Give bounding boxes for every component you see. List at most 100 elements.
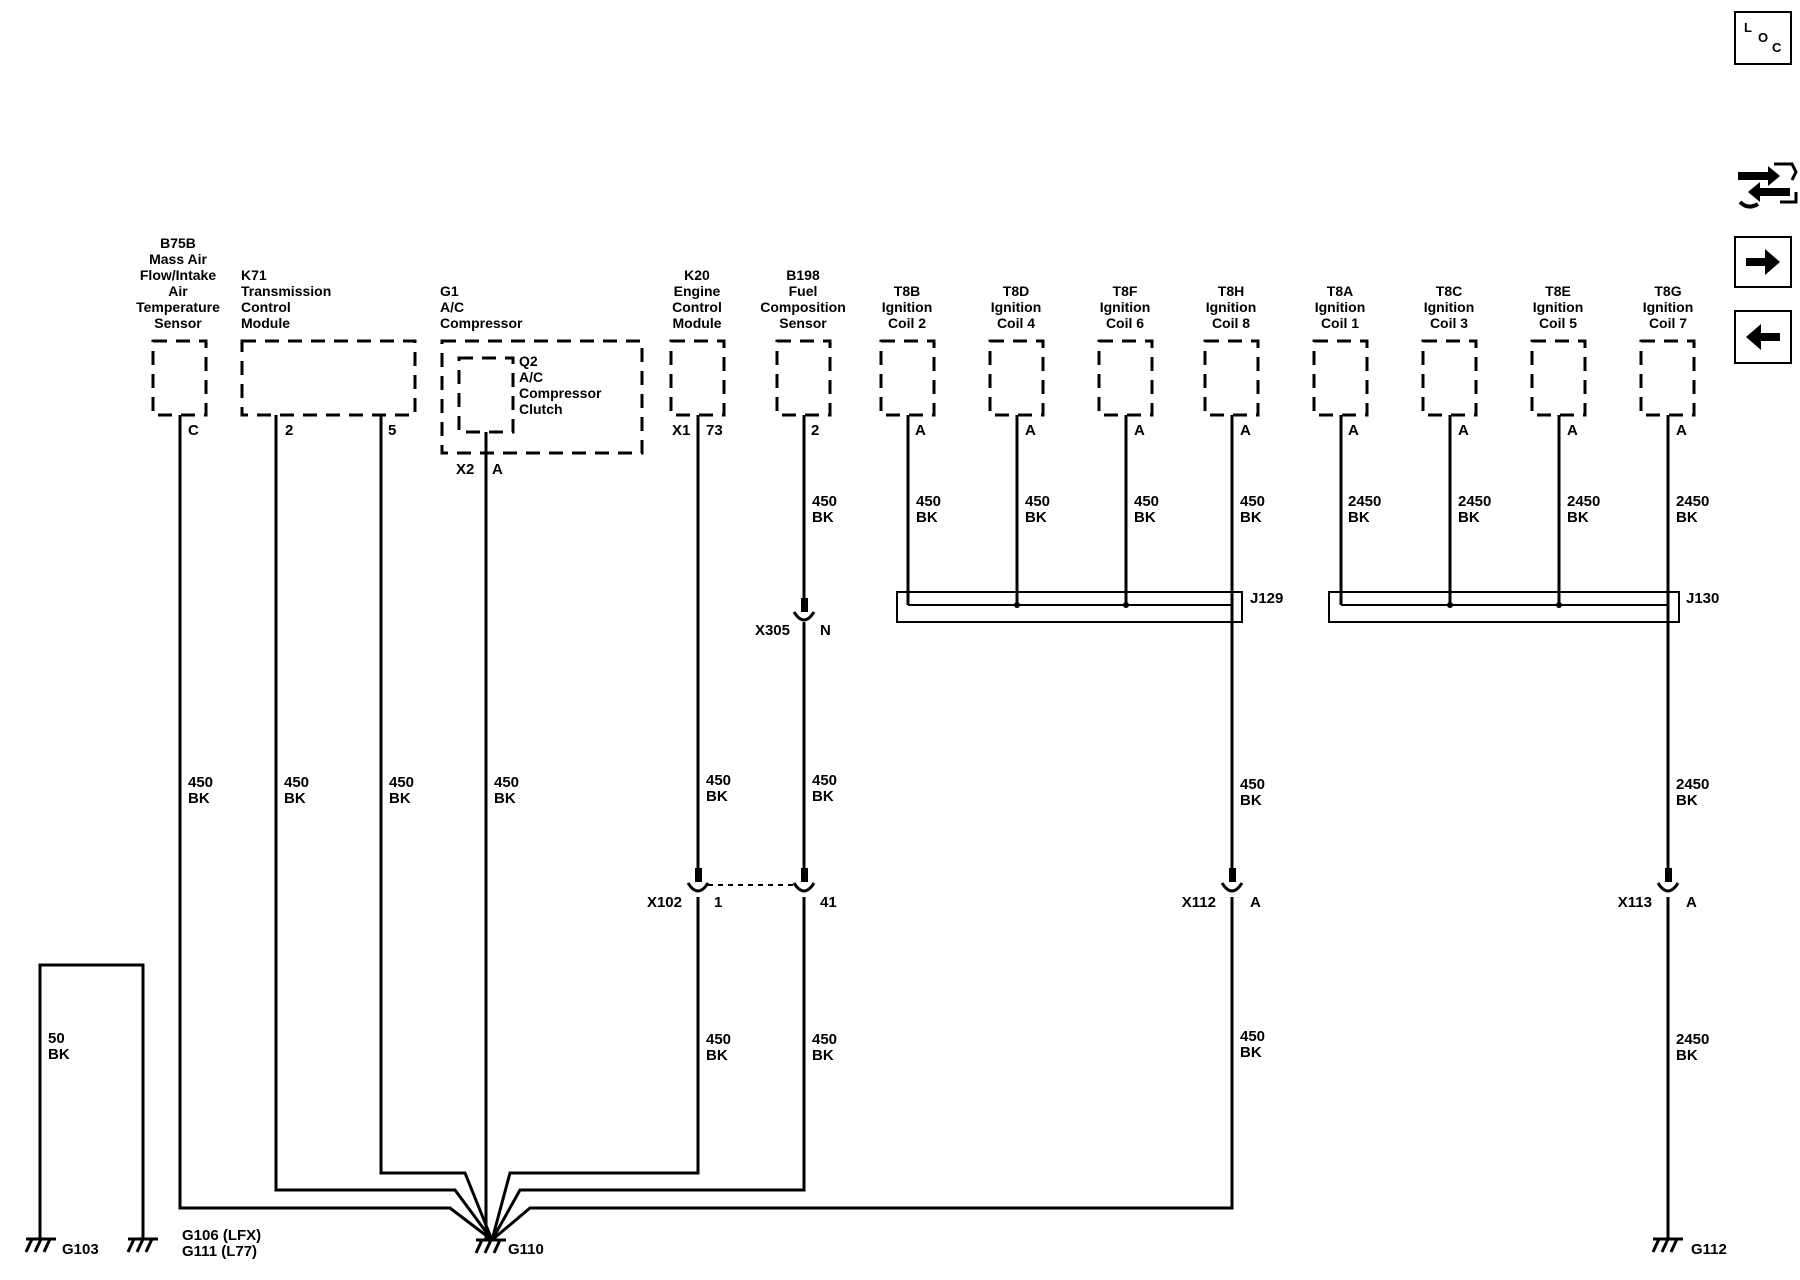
grounds: G103 G106 (LFX) G111 (L77) G110 G112: [24, 1227, 1727, 1260]
label-b75b-2: Mass Air: [149, 251, 207, 267]
wire-label-x113-low-size: 2450: [1676, 1031, 1709, 1048]
wire-label-b198-mid-color: BK: [812, 788, 834, 805]
label-t8b-1: T8B: [894, 283, 920, 299]
pin-t8f: A: [1134, 422, 1145, 439]
ground-g112-label: G112: [1691, 1241, 1727, 1258]
label-k20-4: Module: [673, 315, 722, 331]
label-b75b-6: Sensor: [154, 315, 202, 331]
wire-label-k20-low-color: BK: [706, 1047, 728, 1064]
wire-label-t8e-size: 2450: [1567, 493, 1600, 510]
box-t8h: [1203, 339, 1260, 417]
label-g1-1: G1: [440, 283, 459, 299]
wire-label-k71a-size: 450: [284, 774, 309, 791]
wire-label-k71b-color: BK: [389, 790, 411, 807]
pin-t8d: A: [1025, 422, 1036, 439]
label-t8d-1: T8D: [1003, 283, 1029, 299]
label-k20-3: Control: [672, 299, 722, 315]
box-q2: [457, 356, 515, 434]
wire-k20-lower: [490, 897, 700, 1241]
wire-label-g103-color: BK: [48, 1046, 70, 1063]
ground-g103-label: G103: [62, 1241, 99, 1258]
label-b75b-4: Air: [168, 283, 188, 299]
x113-socket: [1656, 882, 1680, 893]
label-t8b-3: Coil 2: [888, 315, 926, 331]
wire-label-g103-size: 50: [48, 1030, 65, 1047]
wire-labels: 450 BK 450 BK 450 BK 450 BK 450 BK 2450 …: [48, 493, 1709, 1064]
wire-label-g1-color: BK: [494, 790, 516, 807]
label-b75b-3: Flow/Intake: [140, 267, 216, 283]
wire-label-t8c-size: 2450: [1458, 493, 1491, 510]
label-q2-4: Clutch: [519, 401, 563, 417]
box-b198: [775, 339, 832, 417]
loc-letter-l: L: [1744, 20, 1752, 35]
wires: [38, 415, 1670, 1242]
label-t8d-3: Coil 4: [997, 315, 1035, 331]
label-t8a-2: Ignition: [1315, 299, 1366, 315]
loc-letter-c: C: [1772, 40, 1782, 55]
box-t8c: [1421, 339, 1478, 417]
component-boxes: [151, 339, 1696, 455]
wire-label-t8b-color: BK: [916, 509, 938, 526]
box-t8b: [879, 339, 936, 417]
wire-label-t8a-color: BK: [1348, 509, 1370, 526]
label-t8g-2: Ignition: [1643, 299, 1694, 315]
label-t8a-1: T8A: [1327, 283, 1353, 299]
wire-label-t8c-color: BK: [1458, 509, 1480, 526]
wire-label-b198-mid-size: 450: [812, 772, 837, 789]
x102-pin-1-male: [695, 868, 702, 882]
pin-g1: A: [492, 461, 503, 478]
label-b75b-5: Temperature: [136, 299, 220, 315]
component-labels: B75B Mass Air Flow/Intake Air Temperatur…: [136, 235, 1693, 417]
label-t8e-3: Coil 5: [1539, 315, 1577, 331]
label-t8c-2: Ignition: [1424, 299, 1475, 315]
loc-letter-o: O: [1758, 30, 1768, 45]
wire-label-x112-low-size: 450: [1240, 1028, 1265, 1045]
wire-label-b75b-color: BK: [188, 790, 210, 807]
label-b198-4: Sensor: [779, 315, 827, 331]
label-k71-1: K71: [241, 267, 267, 283]
x113-pin: A: [1686, 894, 1697, 911]
label-t8f-3: Coil 6: [1106, 315, 1144, 331]
label-t8e-1: T8E: [1545, 283, 1571, 299]
label-g1-2: A/C: [440, 299, 464, 315]
wire-label-t8h-size: 450: [1240, 493, 1265, 510]
ground-g112-icon: [1651, 1237, 1683, 1253]
pin-k20: 73: [706, 422, 723, 439]
prev-page-button[interactable]: [1734, 310, 1792, 364]
pin-k71-a: 2: [285, 422, 293, 439]
box-t8d: [988, 339, 1045, 417]
box-t8f: [1097, 339, 1154, 417]
label-t8f-1: T8F: [1113, 283, 1138, 299]
loc-button[interactable]: L O C: [1734, 11, 1792, 65]
x102-pin-a: 1: [714, 894, 722, 911]
splice-packs: J129 J130: [896, 590, 1719, 623]
loc-button-frame[interactable]: [1734, 11, 1792, 65]
wire-label-b198-low-color: BK: [812, 1047, 834, 1064]
label-t8h-2: Ignition: [1206, 299, 1257, 315]
label-t8h-1: T8H: [1218, 283, 1244, 299]
pin-t8e: A: [1567, 422, 1578, 439]
next-page-button[interactable]: [1734, 236, 1792, 288]
box-g1: [440, 339, 644, 455]
splice-j129-node-t8f: [1123, 602, 1129, 608]
wire-k71-a: [274, 415, 494, 1241]
label-k71-4: Module: [241, 315, 290, 331]
wire-k71-b: [379, 415, 494, 1241]
wire-g103: [38, 963, 145, 1238]
wire-x112-to-g110: [491, 897, 1234, 1242]
pin-b198: 2: [811, 422, 819, 439]
connector-view-icon[interactable]: [1738, 162, 1798, 209]
splice-j130-node-t8c: [1447, 602, 1453, 608]
pin-t8g: A: [1676, 422, 1687, 439]
box-t8g: [1639, 339, 1696, 417]
pin-g1-conn: X2: [456, 461, 474, 478]
pin-k71-b: 5: [388, 422, 396, 439]
wire-b198-lower: [490, 897, 806, 1241]
label-t8g-1: T8G: [1654, 283, 1681, 299]
wire-label-t8f-color: BK: [1134, 509, 1156, 526]
wire-label-g1-size: 450: [494, 774, 519, 791]
x112-socket: [1220, 882, 1244, 893]
splice-j130-label: J130: [1686, 590, 1719, 607]
inline-connectors: X305 N X102 1 41 X112 A X113 A: [647, 598, 1697, 911]
